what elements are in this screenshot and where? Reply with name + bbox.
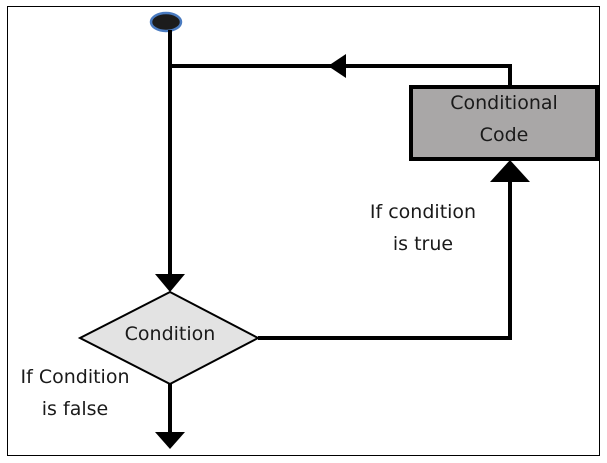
false-branch-line1: If Condition: [20, 366, 130, 388]
condition-text: Condition: [124, 323, 216, 345]
arrowhead-false-exit: [155, 432, 185, 449]
diagram-frame: [7, 6, 600, 456]
conditional-code-box: [409, 85, 599, 161]
condition-label: Condition: [100, 318, 240, 350]
start-node: [149, 11, 183, 33]
arrowhead-into-process: [490, 160, 530, 182]
conditional-code-label: Conditional Code: [411, 87, 597, 151]
conditional-code-line1: Conditional: [450, 92, 558, 114]
conditional-code-line2: Code: [479, 124, 529, 146]
true-branch-label: If condition is true: [348, 196, 498, 260]
true-branch-line2: is true: [392, 233, 454, 255]
arrowhead-into-condition: [155, 274, 185, 292]
false-branch-line2: is false: [41, 398, 109, 420]
false-branch-label: If Condition is false: [4, 361, 146, 425]
true-branch-line1: If condition: [369, 201, 477, 223]
